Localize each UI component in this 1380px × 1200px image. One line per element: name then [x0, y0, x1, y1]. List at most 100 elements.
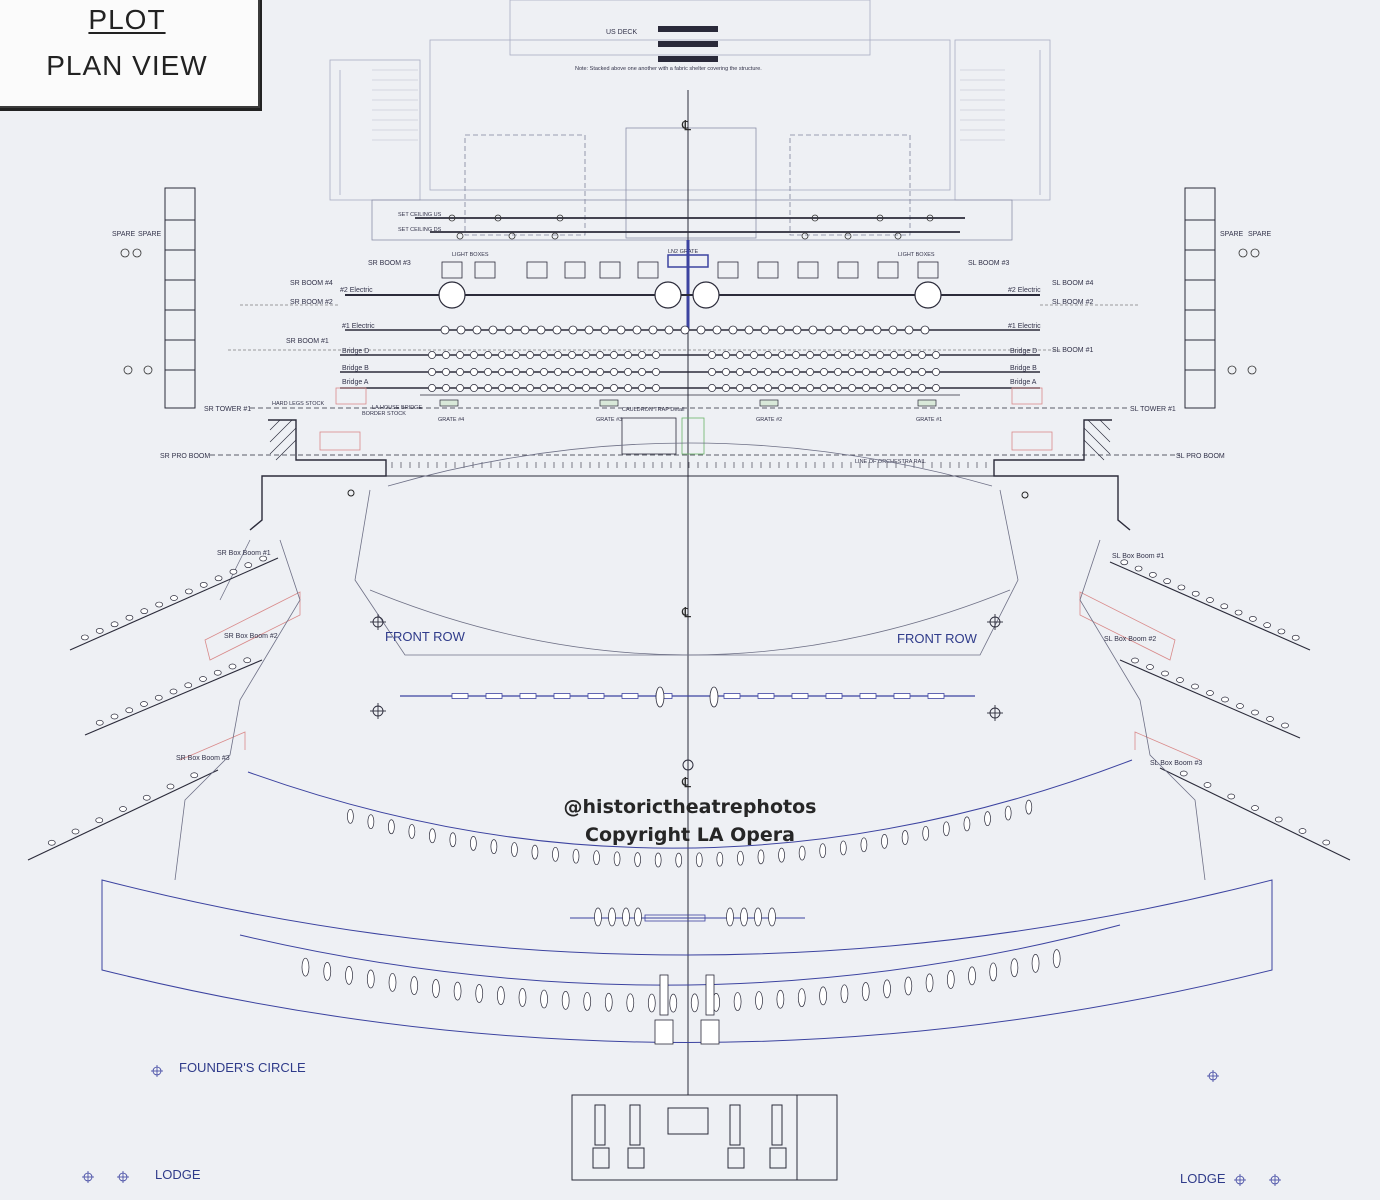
box-outlines-red [179, 591, 1201, 761]
bridge-fixture [708, 351, 716, 359]
bridge-fixture [582, 351, 590, 359]
bridge-fixture [428, 384, 436, 392]
bridge-fixture [610, 351, 618, 359]
founders-circle-fixture [583, 992, 592, 1011]
founders-circle-fixture [323, 962, 332, 981]
bridge-fixture [652, 351, 660, 359]
bridge-fixture [596, 384, 604, 392]
founders-circle-fixture [345, 965, 353, 985]
bridge-fixture [526, 384, 534, 392]
founders-circle-label: FOUNDER'S CIRCLE [179, 1060, 306, 1075]
sr-boom-4-label: SR BOOM #4 [290, 280, 333, 287]
balcony-fixture [901, 830, 909, 845]
bridge-fixture [652, 368, 660, 376]
electric-1-fixture [808, 325, 818, 335]
bridge-fixture [554, 384, 562, 392]
balcony-fixture [613, 851, 621, 867]
upstage-structure [329, 0, 1051, 241]
sr-side-column [164, 187, 196, 409]
bridge-fixture [736, 351, 744, 359]
front-pipe-segment [553, 693, 571, 699]
fc-crosshairs [151, 1065, 1219, 1082]
lodge-crosshairs [82, 1171, 1281, 1186]
sr-box-boom-fixture [259, 555, 267, 562]
sr-box-boom-fixture [185, 588, 193, 595]
watermark-handle: @historictheatrephotos [563, 796, 817, 818]
bridge-fixture [932, 384, 940, 392]
bridge-fixture [862, 368, 870, 376]
bridge-fixture [834, 384, 842, 392]
house-curves [219, 442, 1019, 656]
electric-1-fixture [520, 325, 530, 335]
bridge-fixture [484, 384, 492, 392]
sl-box-boom-fixture [1146, 664, 1154, 670]
founders-circle-fixture [776, 989, 785, 1009]
sl-tower-label: SL TOWER #1 [1130, 406, 1176, 413]
lodge-right-label: LODGE [1180, 1171, 1226, 1186]
founders-circle-fixture [968, 966, 976, 986]
tower-lines [210, 407, 1180, 456]
bridge-fixture [624, 384, 632, 392]
title-plot: PLOT [88, 4, 166, 35]
bridge-fixture [736, 368, 744, 376]
bridge-fixture [904, 384, 912, 392]
bridge-fixture [456, 368, 464, 376]
sl-box-boom-fixture [1206, 597, 1214, 603]
sr-box-boom-fixture [170, 595, 178, 601]
sr-box-boom-fixture [140, 701, 148, 707]
balcony-fixture [347, 808, 354, 824]
sr-box-boom-fixture [228, 663, 237, 670]
bridge-fixture [764, 351, 772, 359]
cauldron-trap-box [621, 417, 677, 455]
sl-box-boom-fixture [1277, 628, 1286, 635]
electric-1-fixture [440, 325, 450, 335]
box-outlines-gray [174, 539, 1206, 881]
electric-1-fixture [776, 325, 786, 335]
sl-box-boom-fixture [1236, 703, 1244, 709]
founders-circle-fixture [925, 973, 934, 993]
balcony-fixture [470, 836, 477, 851]
mid-pipe-fixtures [594, 907, 776, 927]
centerline-symbol-top: ℄ [681, 117, 691, 133]
bridge-fixture [442, 384, 450, 392]
sl-box-boom-fixture [1251, 709, 1259, 716]
front-pipe-segment [893, 693, 911, 699]
grate-3-label: GRATE #3 [596, 417, 622, 423]
front-pipe-segment [451, 693, 469, 699]
front-pipe-segment [757, 693, 775, 699]
founders-circle-fixture [453, 981, 462, 1001]
electric-1-fixture [824, 325, 834, 335]
electric-1-fixture [488, 325, 498, 335]
border-stock-label: BORDER STOCK [362, 411, 406, 417]
sl-box-boom-fixture [1179, 770, 1188, 777]
bridge-fixture [876, 351, 884, 359]
bridge-fixture [876, 368, 884, 376]
sl-box-boom-fixture [1274, 816, 1283, 823]
watermark-copyright: Copyright LA Opera [585, 824, 795, 846]
balcony-fixture [778, 847, 785, 863]
sr-boom-1-label: SR BOOM #1 [286, 338, 329, 345]
electric-1-fixture [632, 325, 642, 335]
electric-2-left-label: #2 Electric [340, 287, 373, 294]
bridge-fixture [498, 368, 506, 376]
bridge-fixture [764, 384, 772, 392]
bridge-fixture [540, 368, 548, 376]
crosshair-markers [370, 614, 1003, 721]
bridge-fixture [708, 368, 716, 376]
balcony-fixture [490, 839, 498, 854]
bridge-fixture [904, 351, 912, 359]
balcony-fixture [449, 832, 457, 848]
founders-circle-fixture [432, 979, 440, 998]
founders-circle-fixture [388, 973, 397, 992]
balcony-fixture [408, 824, 416, 839]
spare-fixtures [120, 248, 1260, 375]
bridge-fixture [554, 368, 562, 376]
sl-box-boom-fixture [1322, 839, 1331, 846]
sr-box-boom-fixture [214, 575, 223, 582]
front-pipe-segment [825, 693, 843, 699]
sr-boom-2-label: SR BOOM #2 [290, 299, 333, 306]
founders-circle-rail [239, 924, 1121, 986]
bridge-fixture [498, 351, 506, 359]
bridge-fixture [484, 368, 492, 376]
